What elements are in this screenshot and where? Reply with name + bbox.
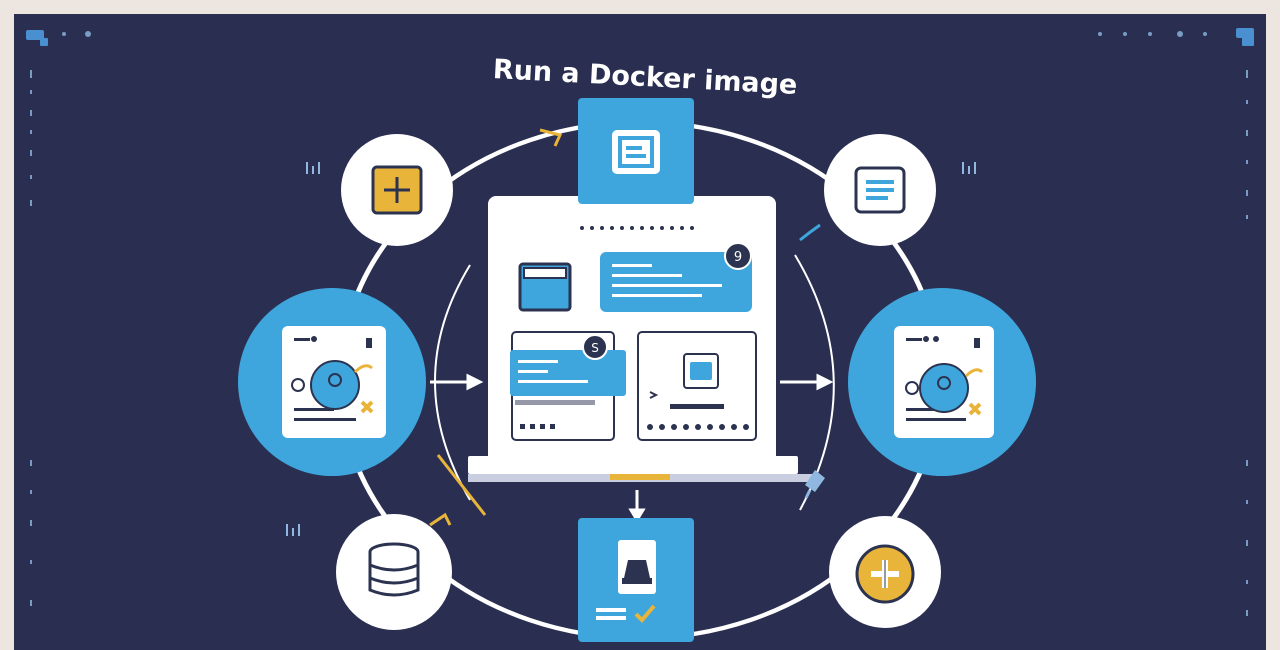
edge-dots: [30, 31, 1248, 616]
container-icon: [578, 518, 694, 642]
corner-decoration-top-right: [1236, 28, 1254, 46]
terminal-icon: [637, 331, 757, 441]
plug-icon: [804, 470, 825, 499]
plus-icon-square: [341, 134, 453, 246]
badge-top: 9: [734, 250, 742, 265]
list-document-icon: [824, 134, 936, 246]
window-left: S: [510, 331, 626, 441]
floating-glyphs: [286, 162, 976, 536]
badge-middle: S: [591, 341, 599, 355]
document-icon: [578, 98, 694, 204]
folder-icon: [518, 262, 572, 312]
arrow-icon: [430, 373, 834, 523]
database-icon: [336, 514, 452, 630]
image-card-icon-right: [848, 288, 1036, 476]
image-card-icon-left: [238, 288, 426, 476]
blue-accent-arrow: [799, 223, 821, 242]
corner-decoration-top-left: [26, 30, 48, 46]
plus-icon-circle: [829, 516, 941, 628]
info-card-top: 9: [600, 242, 752, 312]
